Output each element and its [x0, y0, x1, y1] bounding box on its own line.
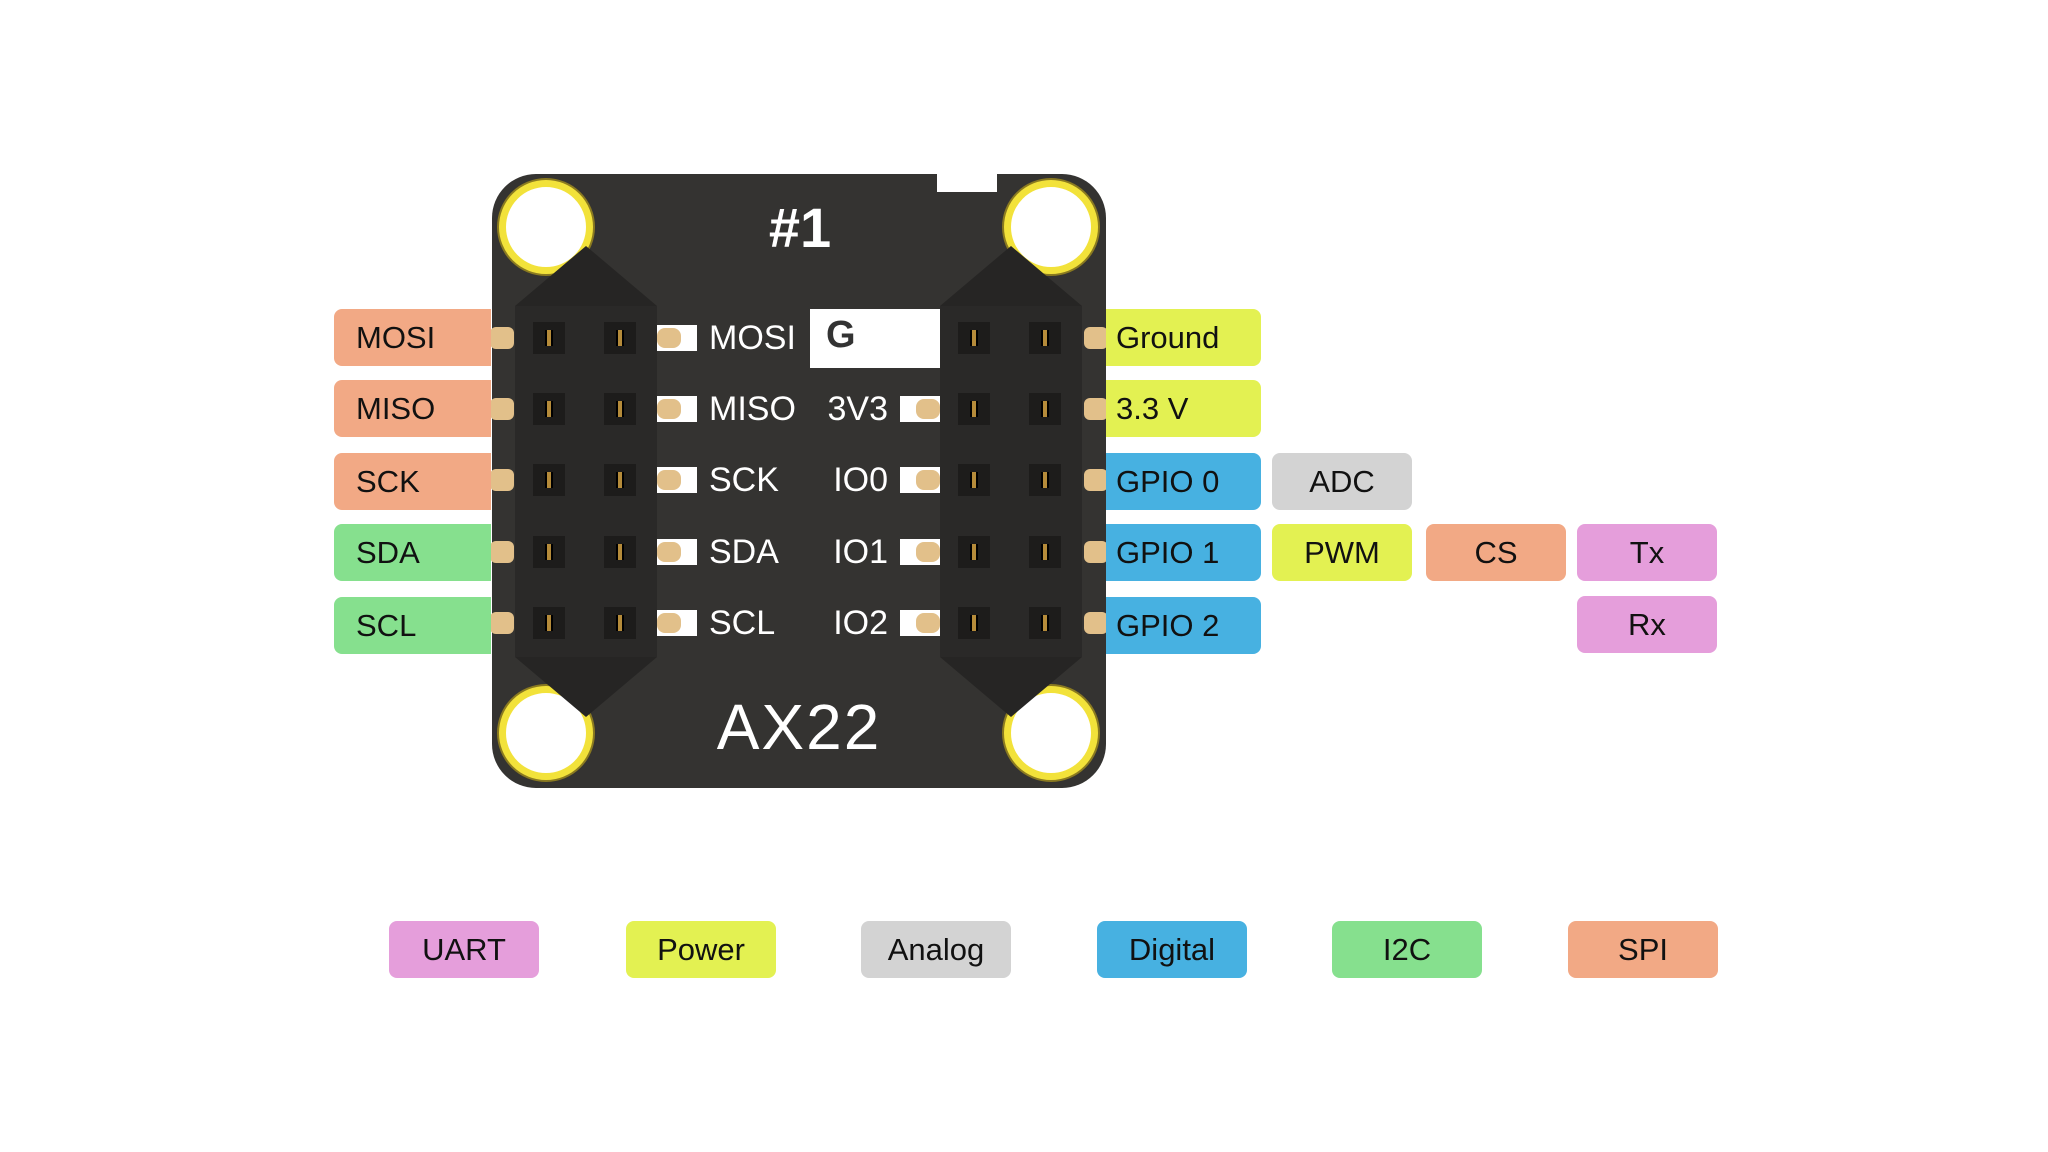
pad-tab — [657, 610, 697, 636]
side-pin-stub — [1084, 327, 1108, 349]
header-shadow — [515, 657, 657, 717]
header-pin — [533, 607, 565, 639]
side-pin-stub — [490, 541, 514, 563]
side-pin-stub — [1084, 541, 1108, 563]
legend-i2c: I2C — [1332, 921, 1482, 978]
silkscreen-label: MOSI — [709, 319, 796, 357]
right-pin-label: GPIO 1 — [1106, 524, 1261, 581]
ground-marker-label: G — [826, 314, 856, 356]
silkscreen-label: MISO — [709, 390, 796, 428]
left-pin-label: SCK — [334, 453, 491, 510]
left-pin-label: SCL — [334, 597, 491, 654]
pad-tab — [657, 539, 697, 565]
right-pin-label: 3.3 V — [1106, 380, 1261, 437]
right-pin-label: GPIO 2 — [1106, 597, 1261, 654]
pad-tab — [900, 467, 940, 493]
header-pin — [1029, 322, 1061, 354]
header-pin — [604, 536, 636, 568]
pad-tab — [657, 396, 697, 422]
header-pin — [958, 464, 990, 496]
header-pin — [604, 393, 636, 425]
header-pin — [1029, 464, 1061, 496]
legend-digital: Digital — [1097, 921, 1247, 978]
board-notch — [937, 174, 997, 192]
silkscreen-label: IO0 — [833, 461, 888, 499]
side-pin-stub — [1084, 398, 1108, 420]
legend-uart: UART — [389, 921, 539, 978]
header-pin — [958, 536, 990, 568]
ground-marker-box — [810, 309, 940, 368]
silkscreen-label: 3V3 — [827, 390, 889, 428]
alt-function-tx: Tx — [1577, 524, 1717, 581]
header-pin — [604, 322, 636, 354]
legend-spi: SPI — [1568, 921, 1718, 978]
header-pin — [533, 393, 565, 425]
alt-function-pwm: PWM — [1272, 524, 1412, 581]
header-pin — [533, 536, 565, 568]
silkscreen-label: IO1 — [833, 533, 888, 571]
header-pin — [1029, 393, 1061, 425]
left-pin-label: MOSI — [334, 309, 491, 366]
header-shadow — [940, 657, 1082, 717]
legend-power: Power — [626, 921, 776, 978]
pad-tab — [657, 467, 697, 493]
header-pin — [604, 607, 636, 639]
header-pin — [958, 393, 990, 425]
side-pin-stub — [490, 469, 514, 491]
header-pin — [1029, 536, 1061, 568]
alt-function-rx: Rx — [1577, 596, 1717, 653]
header-shadow — [515, 246, 657, 306]
right-pin-label: Ground — [1106, 309, 1261, 366]
silkscreen-label: SCK — [709, 461, 779, 499]
header-shadow — [940, 246, 1082, 306]
silkscreen-label: SDA — [709, 533, 779, 571]
header-pin — [533, 322, 565, 354]
header-pin — [604, 464, 636, 496]
pad-tab — [900, 610, 940, 636]
board-number: #1 — [768, 196, 832, 259]
header-pin — [958, 607, 990, 639]
left-pin-label: SDA — [334, 524, 491, 581]
silkscreen-label: IO2 — [833, 604, 888, 642]
pad-tab — [900, 539, 940, 565]
alt-function-cs: CS — [1426, 524, 1566, 581]
side-pin-stub — [490, 398, 514, 420]
side-pin-stub — [490, 612, 514, 634]
pad-tab — [900, 396, 940, 422]
right-pin-label: GPIO 0 — [1106, 453, 1261, 510]
legend-analog: Analog — [861, 921, 1011, 978]
left-pin-label: MISO — [334, 380, 491, 437]
pad-tab — [657, 325, 697, 351]
side-pin-stub — [1084, 469, 1108, 491]
header-pin — [533, 464, 565, 496]
side-pin-stub — [490, 327, 514, 349]
side-pin-stub — [1084, 612, 1108, 634]
alt-function-adc: ADC — [1272, 453, 1412, 510]
header-pin — [958, 322, 990, 354]
silkscreen-label: SCL — [709, 604, 776, 642]
header-pin — [1029, 607, 1061, 639]
board-logo: AX22 — [716, 691, 882, 763]
